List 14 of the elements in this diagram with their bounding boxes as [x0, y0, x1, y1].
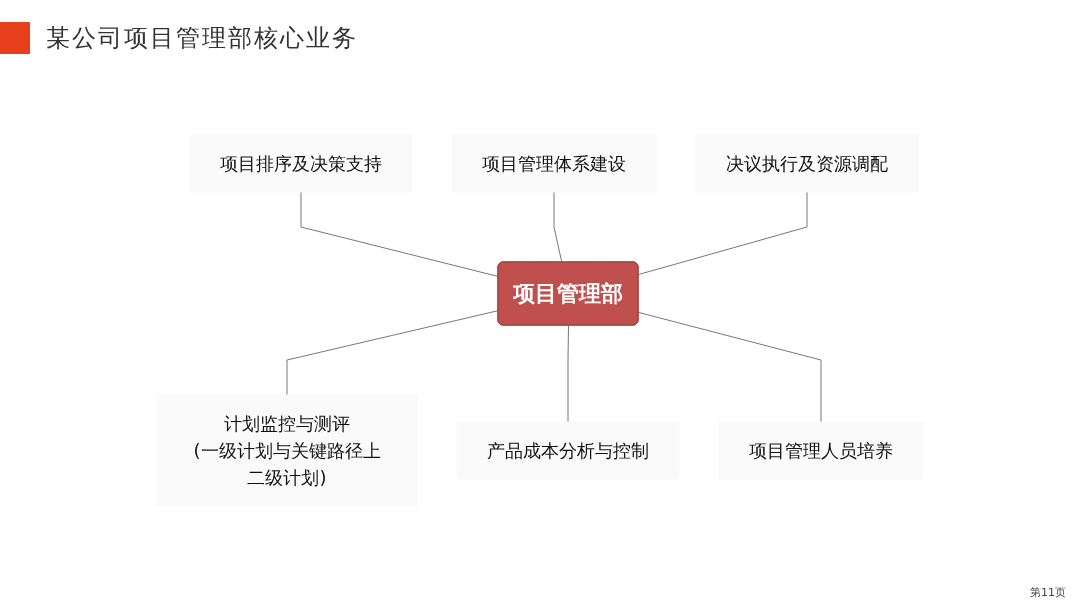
connector	[300, 191, 499, 277]
node-text: 计划监控与测评 (一级计划与关键路径上二级计划)	[193, 412, 381, 488]
connector	[567, 324, 569, 422]
node-text: 项目管理人员培养	[749, 439, 893, 461]
node-text: 决议执行及资源调配	[726, 152, 888, 174]
connector	[286, 309, 499, 395]
node-text: 产品成本分析与控制	[487, 439, 649, 461]
page-number: 第11页	[1030, 585, 1066, 600]
node-text: 项目排序及决策支持	[220, 152, 382, 174]
node-text: 项目管理体系建设	[482, 152, 626, 174]
connector	[638, 311, 822, 422]
connector	[553, 191, 563, 263]
slide-title: 某公司项目管理部核心业务	[46, 23, 358, 54]
connector	[638, 191, 808, 275]
